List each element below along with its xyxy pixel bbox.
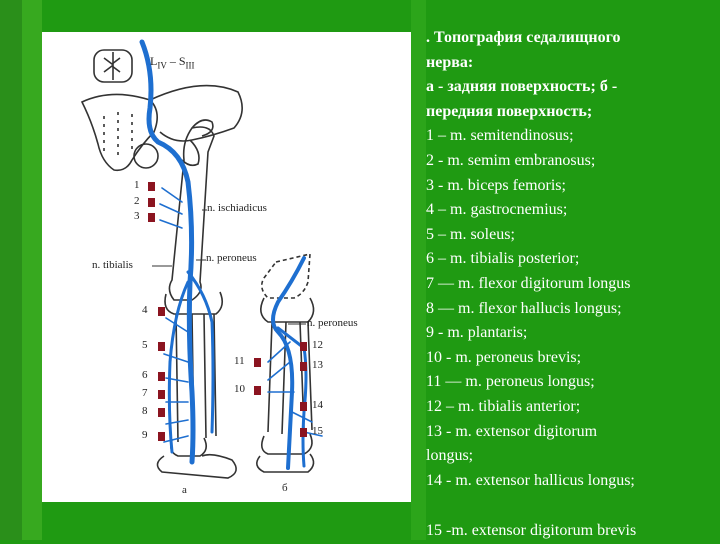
legend-item: 2 - m. semim embranosus;	[426, 149, 716, 174]
number-label: 4	[142, 304, 148, 316]
number-label: 10	[234, 383, 245, 395]
muscle-marker-9	[158, 432, 165, 441]
label-n-peroneus-b: n. peroneus	[307, 317, 358, 329]
number-label: 15	[312, 425, 323, 437]
muscle-marker-13	[300, 362, 307, 371]
muscle-marker-5	[158, 342, 165, 351]
muscle-marker-11	[254, 358, 261, 367]
muscle-marker-10	[254, 386, 261, 395]
number-label: 1	[134, 179, 140, 191]
muscle-marker-3	[148, 213, 155, 222]
background-band	[22, 0, 42, 540]
title-line: . Топография седалищного	[426, 26, 716, 51]
pelvis	[82, 86, 242, 171]
number-label: 14	[312, 399, 323, 411]
number-label: 13	[312, 359, 323, 371]
number-label: 8	[142, 405, 148, 417]
anatomical-figure: LIV – SIII n. ischiadicus n. peroneus n.…	[42, 32, 411, 502]
caption-a: а	[182, 484, 187, 496]
title-line: передняя поверхность;	[426, 100, 716, 125]
legend-item: 5 – m. soleus;	[426, 223, 716, 248]
legend-item: 1 – m. semitendinosus;	[426, 124, 716, 149]
background-band	[411, 0, 426, 540]
muscle-marker-8	[158, 408, 165, 417]
label-n-peroneus-a: n. peroneus	[206, 252, 257, 264]
vertebra	[94, 50, 132, 82]
spine-segment-label: LIV – SIII	[150, 54, 195, 70]
number-label: 7	[142, 387, 148, 399]
number-label: 11	[234, 355, 245, 367]
number-label: 6	[142, 369, 148, 381]
muscle-marker-15	[300, 428, 307, 437]
legend-item: 11 — m. peroneus longus;	[426, 370, 716, 395]
legend-text: . Топография седалищного нерва: а - задн…	[426, 26, 716, 544]
muscle-marker-6	[158, 372, 165, 381]
number-label: 12	[312, 339, 323, 351]
title-line: нерва:	[426, 51, 716, 76]
leader-lines-a	[152, 210, 207, 266]
legend-item: 3 - m. biceps femoris;	[426, 174, 716, 199]
markers-b	[254, 342, 307, 437]
muscle-marker-14	[300, 402, 307, 411]
label-n-ischiadicus: n. ischiadicus	[207, 202, 267, 214]
legend-item: 15 -m. extensor digitorum brevis	[426, 519, 716, 544]
muscle-marker-1	[148, 182, 155, 191]
legend-item: 13 - m. extensor digitorum	[426, 420, 716, 445]
background-band	[0, 0, 22, 540]
number-label: 5	[142, 339, 148, 351]
number-label: 9	[142, 429, 148, 441]
title-line: а - задняя поверхность; б -	[426, 75, 716, 100]
number-label: 2	[134, 195, 140, 207]
muscle-marker-4	[158, 307, 165, 316]
number-label: 3	[134, 210, 140, 222]
legend-item: 9 - m. plantaris;	[426, 321, 716, 346]
legend-item: 14 - m. extensor hallicus longus;	[426, 469, 716, 494]
muscle-marker-7	[158, 390, 165, 399]
legend-item: 7 — m. flexor digitorum longus	[426, 272, 716, 297]
legend-item: 8 — m. flexor hallucis longus;	[426, 297, 716, 322]
label-n-tibialis: n. tibialis	[92, 259, 133, 271]
legend-item: 10 - m. peroneus brevis;	[426, 346, 716, 371]
legend-item: longus;	[426, 444, 716, 469]
muscle-marker-12	[300, 342, 307, 351]
legend-item: 6 – m. tibialis posterior;	[426, 247, 716, 272]
legend-item: 4 – m. gastrocnemius;	[426, 198, 716, 223]
caption-b: б	[282, 482, 288, 494]
muscle-marker-2	[148, 198, 155, 207]
legend-item: 12 – m. tibialis anterior;	[426, 395, 716, 420]
